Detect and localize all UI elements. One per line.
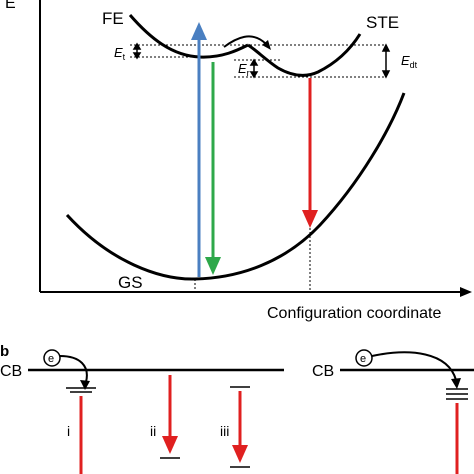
absorption-arrow <box>191 22 207 277</box>
panel-b-label: b <box>0 343 9 360</box>
emission-arrow-ii <box>162 375 178 454</box>
trap-level-i <box>66 387 96 393</box>
axes <box>39 0 472 297</box>
label-ii: ii <box>150 423 156 439</box>
free-exciton-curve <box>128 14 249 59</box>
et-bracket <box>132 42 142 60</box>
y-axis-label: E <box>5 0 16 12</box>
x-axis-label: Configuration coordinate <box>267 305 441 322</box>
et-label: Et <box>114 45 126 62</box>
label-i: i <box>67 423 70 439</box>
self-trapped-exciton-curve <box>247 33 362 77</box>
electron-right: e <box>355 349 373 367</box>
trap-levels-right <box>446 388 468 400</box>
er-label: Er <box>238 61 250 78</box>
capture-arrowhead-left <box>80 380 90 390</box>
fe-label: FE <box>102 9 124 28</box>
svg-text:e: e <box>48 353 54 365</box>
capture-arrow-left <box>59 355 88 383</box>
capture-arrow-right <box>371 351 457 381</box>
emission-arrow-iii <box>232 391 248 463</box>
edt-label: Edt <box>401 53 418 70</box>
svg-text:e: e <box>360 353 366 365</box>
ste-label: STE <box>366 13 399 32</box>
electron-left: e <box>43 349 61 367</box>
x-axis-arrowhead <box>460 287 472 297</box>
er-bracket <box>249 58 259 79</box>
edt-bracket <box>381 43 391 79</box>
gs-label: GS <box>118 273 143 292</box>
ste-emission-arrow <box>302 78 318 228</box>
ground-state-curve <box>65 92 406 281</box>
capture-arrowhead-right <box>451 378 461 389</box>
label-iii: iii <box>220 423 229 439</box>
free-exciton-emission-arrow <box>205 62 221 275</box>
cb-left-label: CB <box>0 363 22 380</box>
cb-right-label: CB <box>312 363 334 380</box>
reference-lines <box>130 44 386 292</box>
